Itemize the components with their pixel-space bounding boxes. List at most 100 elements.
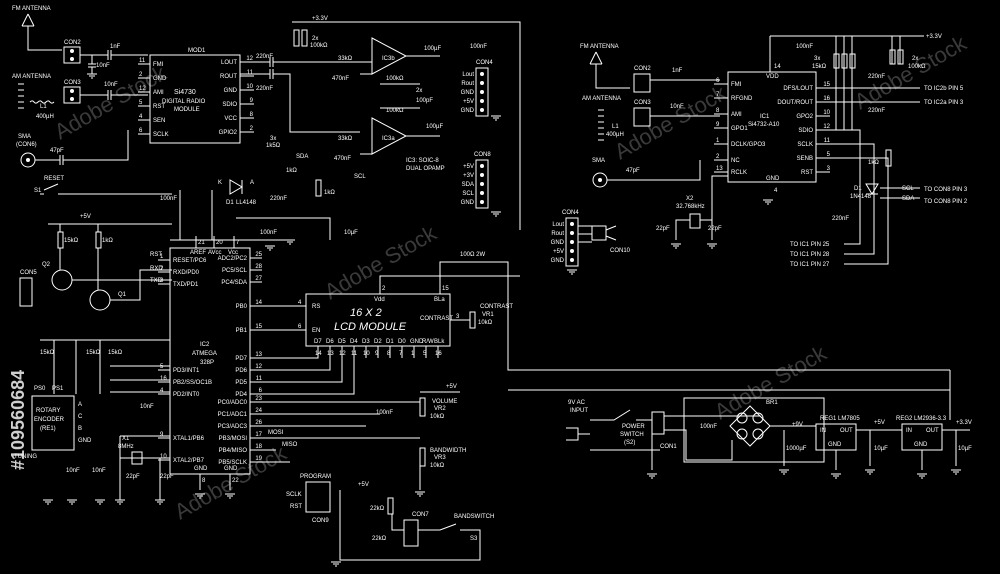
pin-label: +3V (463, 173, 474, 179)
s1-label: S1 (34, 188, 42, 194)
pin-label: PC4/SDA (221, 280, 247, 286)
q1-transistor (89, 289, 111, 311)
ground-icon (415, 491, 425, 497)
ground-icon (917, 473, 927, 479)
program-header (305, 481, 331, 513)
pin-label: Rout (551, 231, 564, 237)
connector-pin (480, 191, 484, 195)
r-l1-val: 400µH (606, 132, 624, 138)
r-con3: CON3 (634, 100, 651, 106)
ic1-top-num: 14 (774, 64, 781, 70)
pin-label: Vcc (228, 250, 238, 256)
pin-label: SENB (797, 156, 813, 162)
r-am-antenna-symbol (598, 109, 604, 141)
r-audio-wires (816, 87, 920, 103)
pin-label: XTAL2/PB7 (173, 458, 205, 464)
r-100r-2w: 100Ω 2W (460, 252, 486, 258)
pin-label: PD7 (235, 356, 247, 362)
program-section: PROGRAM SCLK RST CON9 +5V 22kΩ 22kΩ CON7… (286, 474, 494, 561)
p-c-100nf: 100nF (700, 424, 717, 430)
con2-pin (70, 57, 74, 61)
r-scl: SCL (902, 186, 914, 192)
pin-label: FMI (153, 62, 164, 68)
con9-label: CON9 (312, 518, 329, 524)
r-con4: CON4 (562, 210, 579, 216)
ic2-chip: ATMEGA (192, 351, 217, 357)
to-con8-2: TO CON8 PIN 2 (924, 199, 968, 205)
pin-number: 6 (298, 324, 302, 330)
resistor (897, 49, 904, 65)
reg1-out: OUT (840, 428, 853, 434)
x2-crystal (689, 213, 701, 229)
to-ic1-27: TO IC1 PIN 27 (790, 262, 830, 268)
resistor (849, 53, 856, 69)
ground-icon (491, 211, 501, 217)
d1-label: D1 (226, 200, 234, 206)
pin-number: 5 (423, 351, 427, 357)
pin-number: 25 (255, 252, 262, 258)
vcc-5v-label: +5V (80, 214, 91, 220)
vr1-pot (469, 311, 476, 329)
to-con8-3: TO CON8 PIN 3 (924, 187, 968, 193)
transistor-wires (48, 223, 172, 301)
re1-label: (RE1) (40, 426, 56, 432)
r-sma-center (598, 178, 602, 182)
switch-label-2: SWITCH (620, 432, 644, 438)
pin-label: AMI (153, 90, 164, 96)
ic2-left-pins: RESET/PC6RXD/PD0TXD/PD1PD3/INT1PB2/SS/OC… (158, 254, 212, 464)
pin-label: RESET/PC6 (173, 258, 207, 264)
mod1-body (149, 54, 241, 144)
ic1-gnd: GND (766, 176, 780, 182)
r-sda: SDA (902, 196, 914, 202)
s3-label: S3 (470, 536, 478, 542)
ps0-label: PS0 (34, 386, 46, 392)
r-r-3x-15k-val: 15kΩ (812, 64, 827, 70)
ground-icon (951, 469, 961, 475)
pin-number: 9 (160, 432, 164, 438)
pin-label: +5V (553, 249, 564, 255)
to-ic1-25: TO IC1 PIN 25 (790, 242, 830, 248)
pin-number: 11 (256, 376, 263, 382)
ic3a-opamp (371, 117, 408, 155)
r-22k-b: 22kΩ (372, 536, 387, 542)
switch-label-3: (S2) (624, 440, 635, 446)
ground-icon (647, 473, 657, 479)
c-10uf-a: 10µF (874, 446, 888, 452)
connector-pin (480, 108, 484, 112)
pin-label: DFS/LOUT (783, 86, 813, 92)
r-1k-b: 1kΩ (324, 190, 335, 196)
vcc-5v-c: +5V (358, 482, 369, 488)
x1-label: X1 (122, 436, 130, 442)
r-100k-a: 100kΩ (386, 76, 404, 82)
vr3-pot (419, 447, 426, 467)
r-c-220nf-c: 220nF (832, 216, 849, 222)
ps1-label: PS1 (52, 386, 64, 392)
mod1-module: MOD1 Si4730 DIGITAL RADIO MODULE FMI11GN… (138, 48, 254, 144)
pin-number: 6 (716, 78, 720, 84)
connector-pin (480, 200, 484, 204)
r-d1-part: 1N4148 (850, 194, 872, 200)
ic3b-label: IC3b (382, 56, 395, 62)
vr1-label: VR1 (482, 312, 494, 318)
ground-icon (115, 499, 125, 505)
r-con10: CON10 (610, 248, 631, 254)
pin-number: 7 (399, 351, 403, 357)
ground-icon (285, 239, 295, 245)
pin-label: LOUT (221, 60, 237, 66)
con1-body (651, 411, 665, 435)
ic1-chip: Si4732-A10 (748, 122, 780, 128)
lcd-title-2: LCD MODULE (334, 321, 407, 333)
pin-number: 10 (160, 454, 167, 460)
fm-wire (80, 50, 148, 60)
pin-label: +5V (463, 164, 474, 170)
c-10nf-e: 10nF (140, 404, 154, 410)
pin-label: TXD/PD1 (173, 282, 199, 288)
x2-value: 32.768kHz (676, 204, 705, 210)
connector-pin (480, 182, 484, 186)
ground-icon (763, 199, 773, 205)
pot-wires (250, 391, 460, 490)
input-label-1: 9V AC (568, 400, 586, 406)
reg2-in: IN (906, 428, 912, 434)
